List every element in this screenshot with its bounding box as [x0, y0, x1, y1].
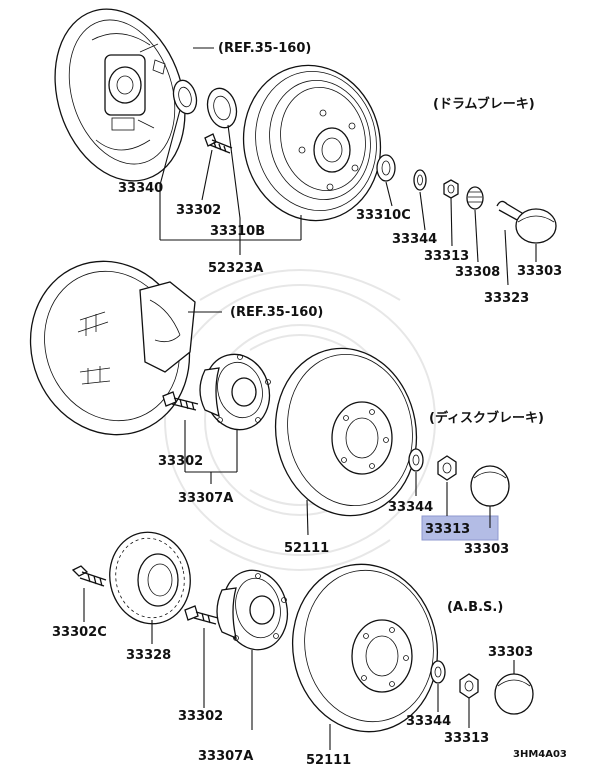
disc-hub: [199, 353, 271, 431]
drum-label-33310c: 33310C: [356, 208, 411, 223]
drum-label-33303: 33303: [517, 264, 562, 279]
disc-label-33307a: 33307A: [178, 491, 233, 506]
brake-drum: [242, 64, 382, 222]
abs-nut-33313: [459, 673, 479, 699]
disc-nut-33313: [437, 455, 457, 481]
abs-hub-bolt: [184, 605, 219, 625]
abs-leader-lines: [83, 588, 515, 750]
abs-label-33302c: 33302C: [52, 625, 107, 640]
abs-disc-rotor-52111: [291, 563, 439, 733]
abs-label-33328: 33328: [126, 648, 171, 663]
disc-heading: (ディスクブレーキ): [429, 410, 544, 426]
abs-bolt-33302c: [71, 565, 107, 587]
disc-label-52111: 52111: [284, 541, 329, 556]
drum-brake-section: (REF.35-160) (ドラムブレーキ) 33340 33302 33310…: [54, 8, 562, 306]
disc-label-33344: 33344: [388, 500, 433, 515]
drum-heading: (ドラムブレーキ): [433, 96, 535, 112]
abs-section: (A.B.S.) 33302C 33328 33302 33307A 52111…: [52, 531, 534, 768]
disc-rotor-52111: [274, 347, 418, 517]
diagram-code: 3HM4A03: [513, 749, 567, 760]
abs-label-33302: 33302: [178, 709, 223, 724]
abs-cap-33303: [494, 673, 534, 715]
drum-label-33308: 33308: [455, 265, 500, 280]
abs-label-33303: 33303: [488, 645, 533, 660]
drum-backing-plate: [54, 8, 186, 182]
disc-label-33313: 33313: [425, 522, 470, 537]
hub-bolt-33302: [204, 133, 233, 154]
grease-cap-33303: [515, 208, 557, 244]
abs-sensor-rotor-33328: [109, 531, 191, 625]
drum-label-52323a: 52323A: [208, 261, 263, 276]
disc-label-33303: 33303: [464, 542, 509, 557]
bearing-33310c: [376, 154, 396, 182]
oil-seal-33340: [172, 79, 198, 115]
disc-ref-label: (REF.35-160): [230, 305, 323, 320]
drum-label-33313: 33313: [424, 249, 469, 264]
abs-label-33307a: 33307A: [198, 749, 253, 764]
abs-hub: [216, 569, 289, 651]
drum-label-33344: 33344: [392, 232, 437, 247]
abs-heading: (A.B.S.): [447, 600, 503, 615]
lock-cap-33308: [466, 186, 484, 210]
abs-label-33313: 33313: [444, 731, 489, 746]
abs-label-52111: 52111: [306, 753, 351, 768]
disc-cap-33303: [470, 465, 510, 507]
abs-washer-33344: [430, 660, 446, 684]
disc-backing-plate: [29, 260, 196, 436]
disc-label-33302: 33302: [158, 454, 203, 469]
abs-label-33344: 33344: [406, 714, 451, 729]
drum-label-33302: 33302: [176, 203, 221, 218]
drum-label-33323: 33323: [484, 291, 529, 306]
highlight-box: [421, 515, 499, 541]
bearing-33310b: [206, 87, 238, 129]
drum-label-33340: 33340: [118, 181, 163, 196]
drum-label-33310b: 33310B: [210, 224, 265, 239]
disc-leader-lines: [184, 311, 491, 536]
drum-ref-label: (REF.35-160): [218, 41, 311, 56]
nut-33313: [443, 179, 459, 199]
disc-hub-bolt: [162, 391, 199, 411]
drum-leader-lines: [159, 47, 537, 286]
cotter-pin-33323: [496, 200, 528, 222]
washer-33344: [413, 169, 427, 191]
disc-washer-33344: [408, 448, 424, 472]
disc-brake-section: (REF.35-160) (ディスクブレーキ) 33302 33307A 521…: [29, 260, 544, 557]
